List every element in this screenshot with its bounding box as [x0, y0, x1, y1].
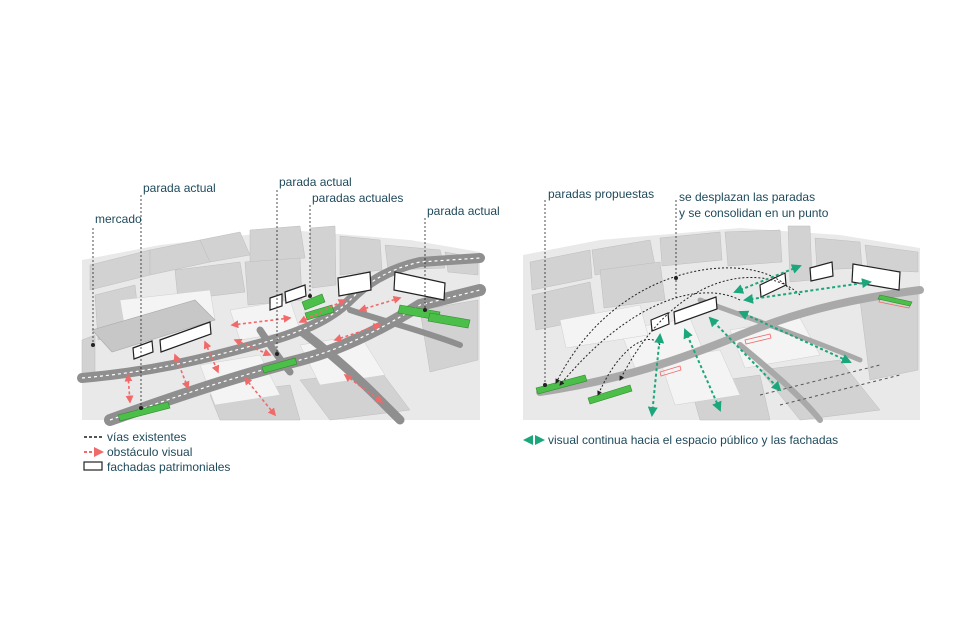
left-leader-dots	[91, 294, 427, 410]
legend-vias-text: vías existentes	[107, 430, 187, 444]
right-tracks	[759, 364, 901, 406]
legend-fachadas-text: fachadas patrimoniales	[107, 460, 231, 474]
legend-fachadas-symbol	[83, 461, 103, 471]
label-parada-actual-3: parada actual	[427, 204, 500, 218]
legend-visual-text: visual continua hacia el espacio público…	[548, 433, 839, 447]
label-paradas-actuales: paradas actuales	[312, 191, 404, 205]
label-parada-actual-2: parada actual	[279, 175, 352, 189]
legend-obstaculo-text: obstáculo visual	[107, 445, 193, 459]
right-leader-lines	[544, 200, 677, 385]
left-leader-lines	[92, 190, 426, 408]
label-parada-actual-1: parada actual	[143, 181, 216, 195]
left-existing-tracks	[81, 257, 481, 421]
left-visual-obstacle-arrows	[124, 296, 402, 417]
left-heritage-facades	[132, 271, 446, 360]
label-se-desplazan-line1: se desplazan las paradas	[679, 190, 816, 204]
label-paradas-propuestas: paradas propuestas	[548, 187, 655, 201]
right-leader-dots	[543, 276, 678, 387]
right-aerial-view	[523, 200, 924, 423]
right-continuous-visual-arrows	[647, 264, 872, 417]
label-se-desplazan-line2: y se consolidan en un punto	[679, 206, 829, 220]
mercado-building	[91, 299, 216, 353]
label-mercado: mercado	[95, 212, 142, 226]
left-aerial-view	[77, 190, 486, 426]
legend-symbols-left	[83, 436, 104, 471]
